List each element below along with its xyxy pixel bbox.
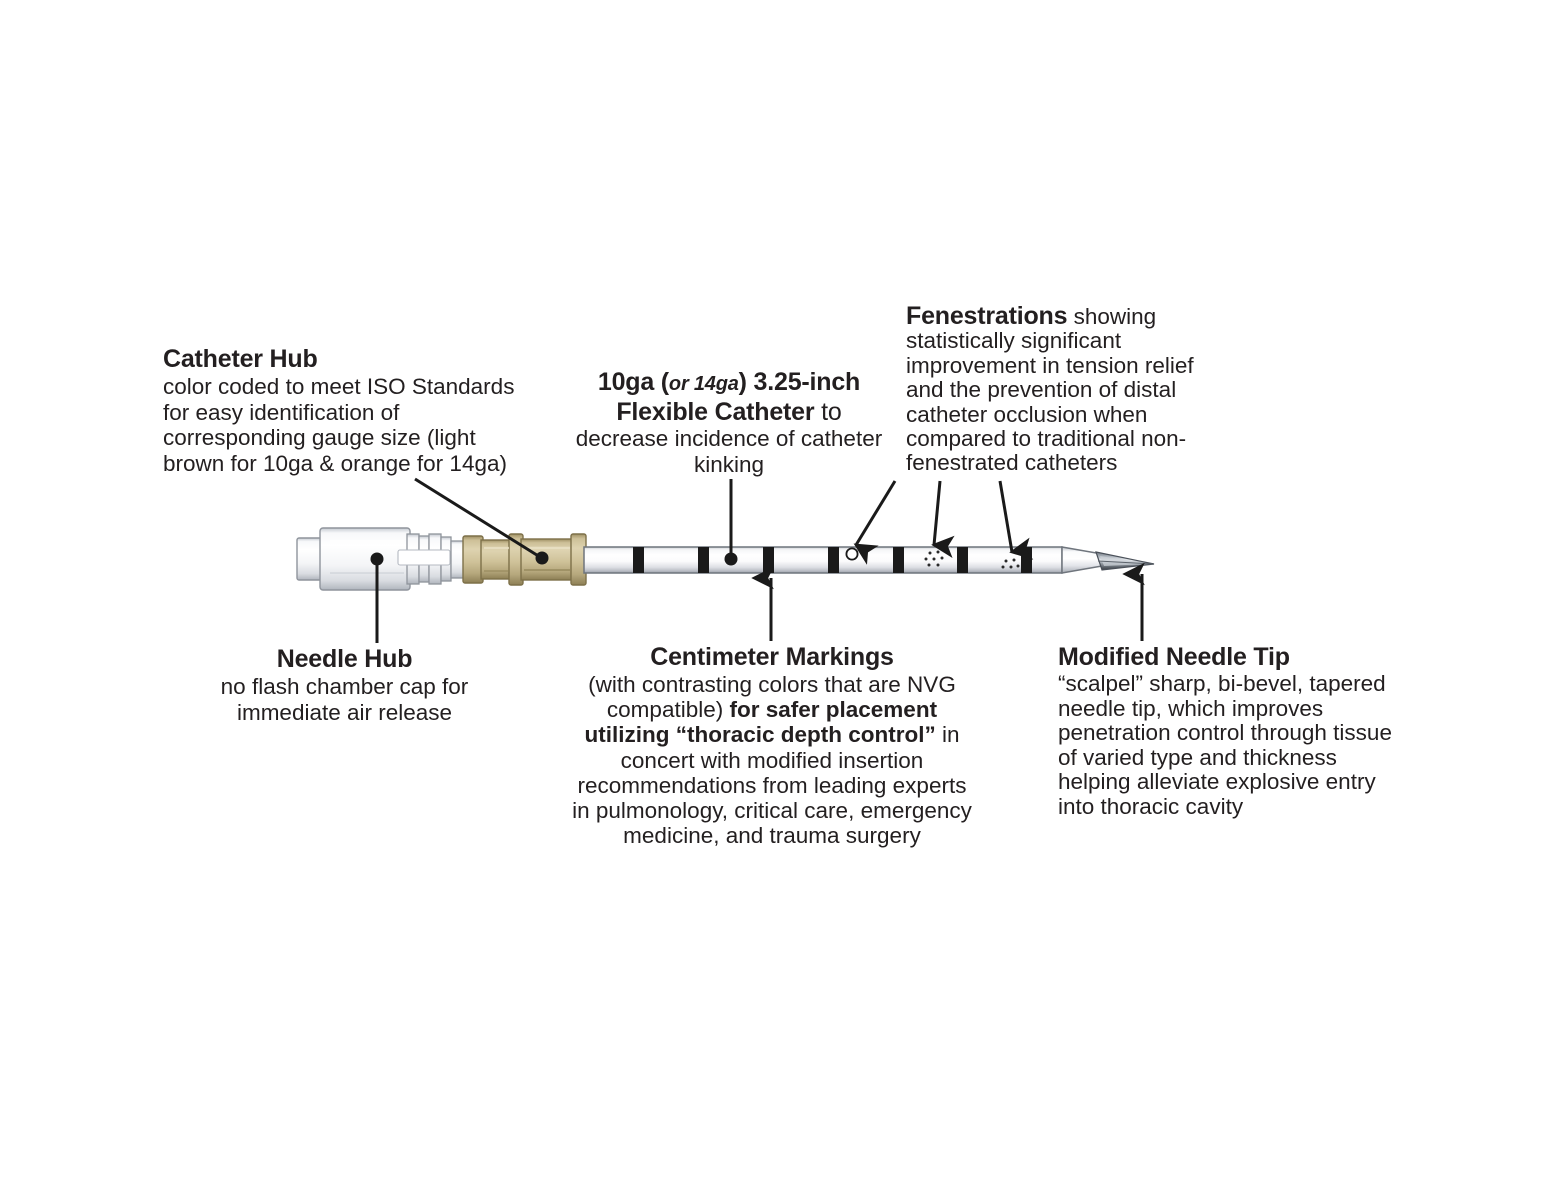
- flexible-catheter-label: Flexible Catheter: [616, 398, 815, 426]
- callout-centimeter-markings-body: (with contrasting colors that are NVG co…: [566, 672, 978, 848]
- callout-flexible-catheter-body: decrease incidence of catheter kinking: [575, 426, 883, 477]
- fenestration-hole: [845, 547, 859, 561]
- needle-hub-graphic: [296, 527, 466, 591]
- needle-tip-graphic: [1095, 551, 1155, 571]
- gauge-suffix: ) 3.25-inch: [738, 368, 861, 396]
- callout-needle-hub-body: no flash chamber cap for immediate air r…: [220, 674, 469, 725]
- leader-flexible-catheter: [724, 479, 738, 566]
- cm-band: [957, 547, 968, 573]
- cm-body-part1: (with contrasting colors that are NVG co…: [588, 672, 956, 723]
- leader-fenestrations: [853, 480, 1034, 565]
- gauge-prefix: 10ga (: [597, 368, 669, 396]
- centimeter-marking-bands: [633, 547, 1032, 573]
- callout-needle-tip-body: “scalpel” sharp, bi-bevel, tapered needl…: [1058, 671, 1392, 819]
- callout-catheter-hub-body: color coded to meet ISO Standards for ea…: [163, 374, 515, 476]
- leader-catheter-hub: [414, 477, 549, 565]
- fenestration-cluster: [924, 550, 944, 567]
- callout-needle-hub-title: Needle Hub: [276, 645, 413, 673]
- cm-band: [1021, 547, 1032, 573]
- cm-body-emphasis: for safer placement utilizing “thoracic …: [584, 697, 938, 748]
- callout-catheter-hub-title: Catheter Hub: [163, 345, 318, 373]
- leader-needle-hub: [370, 552, 384, 643]
- callout-centimeter-markings-title: Centimeter Markings: [650, 643, 894, 671]
- fenestration-cluster: [1001, 558, 1020, 569]
- callout-needle-tip: Modified Needle Tip “scalpel” sharp, bi-…: [1058, 642, 1398, 820]
- callout-fenestrations-body: showing statistically significant improv…: [906, 304, 1194, 476]
- gauge-alternate: or 14ga: [668, 373, 739, 395]
- cm-body-part2: in concert with modified insertion recom…: [572, 722, 972, 849]
- cm-band: [893, 547, 904, 573]
- callout-needle-tip-title: Modified Needle Tip: [1058, 643, 1290, 671]
- catheter-hub-graphic: [462, 533, 587, 586]
- fenestration-holes: [845, 547, 1020, 569]
- cm-band: [698, 547, 709, 573]
- callout-centimeter-markings: Centimeter Markings (with contrasting co…: [566, 642, 978, 848]
- cm-band: [828, 547, 839, 573]
- cm-band: [633, 547, 644, 573]
- flexible-catheter-tail: to: [814, 398, 842, 426]
- cm-band: [763, 547, 774, 573]
- callout-catheter-hub: Catheter Hub color coded to meet ISO Sta…: [163, 344, 535, 476]
- catheter-shaft-graphic: [583, 546, 1103, 574]
- callout-fenestrations: Fenestrations showing statistically sign…: [906, 304, 1206, 476]
- callout-fenestrations-title: Fenestrations: [906, 302, 1068, 330]
- callout-needle-hub: Needle Hub no flash chamber cap for imme…: [196, 644, 493, 725]
